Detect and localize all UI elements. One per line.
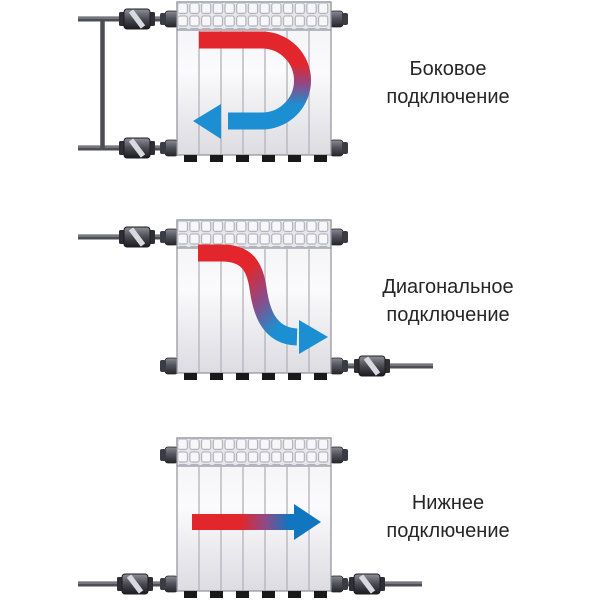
return-valve-icon xyxy=(349,574,385,594)
supply-valve-icon xyxy=(119,9,155,29)
diagram-side-connection xyxy=(78,1,349,163)
flow-arrowhead-right xyxy=(299,320,328,354)
diagram-diagonal-connection xyxy=(78,219,433,381)
flow-arrowhead-left xyxy=(193,104,221,139)
supply-valve-icon xyxy=(119,227,155,247)
flow-arrow-u-turn xyxy=(199,31,311,130)
supply-valve-icon xyxy=(117,574,153,594)
label-bottom-connection: Нижнее подключение xyxy=(386,492,510,542)
label-diagonal-connection: Диагональное подключение xyxy=(382,276,514,326)
flow-arrow-s-curve xyxy=(198,244,299,346)
flow-arrowhead-right xyxy=(294,504,321,540)
label-side-connection: Боковое подключение xyxy=(386,58,510,108)
return-valve-icon xyxy=(119,138,155,158)
return-valve-icon xyxy=(354,356,390,376)
radiator-icon xyxy=(159,1,349,163)
pipes-side xyxy=(78,16,172,151)
diagram-bottom-connection xyxy=(78,437,422,599)
